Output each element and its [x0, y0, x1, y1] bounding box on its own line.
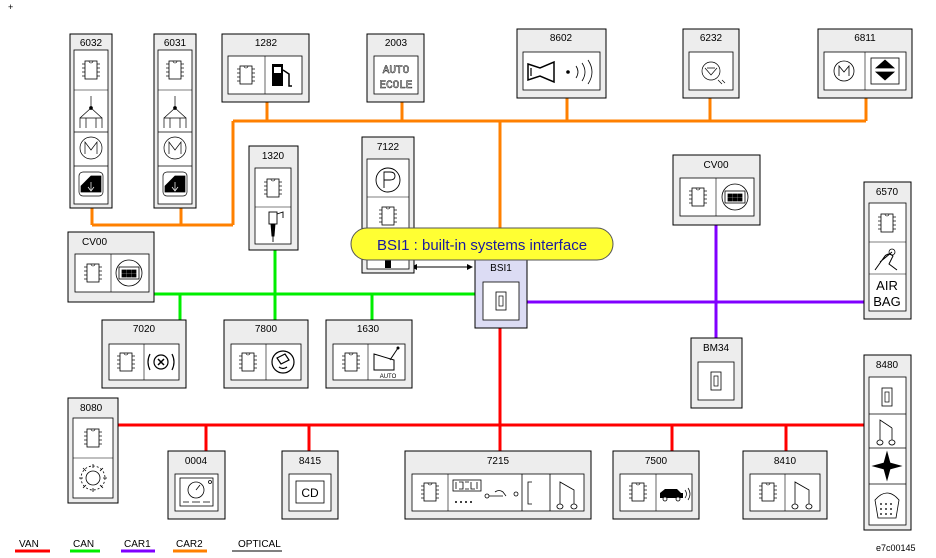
module-label: 7500: [645, 456, 668, 467]
diagram-reference: e7c00145: [876, 543, 916, 553]
module-label: 1320: [262, 151, 285, 162]
module-8602[interactable]: 8602: [516, 28, 607, 99]
module-bsi1[interactable]: BSI1: [474, 257, 528, 329]
switch-icon: [721, 183, 749, 211]
module-label: 8080: [80, 403, 103, 414]
svg-text:AUTO: AUTO: [383, 65, 410, 77]
module-label: 8415: [299, 456, 322, 467]
svg-text:CAN: CAN: [73, 539, 94, 550]
module-label: 1630: [357, 324, 380, 335]
module-label: BSI1: [490, 263, 512, 274]
module-label: 6232: [700, 33, 723, 44]
can-bus: [154, 249, 476, 321]
gearbox-icon: AUTO: [373, 346, 400, 380]
legend-item-van: VAN: [15, 539, 50, 553]
module-2003[interactable]: 2003 AUTO ECOLE: [366, 33, 425, 103]
cd-icon: CD: [295, 480, 325, 504]
module-label: BM34: [703, 343, 730, 354]
module-label: 6032: [80, 38, 103, 49]
module-label: 7122: [377, 142, 400, 153]
module-6031[interactable]: 6031: [153, 33, 197, 209]
svg-text:CAR2: CAR2: [176, 539, 203, 550]
motor-icon: [833, 57, 900, 85]
svg-text:CAR1: CAR1: [124, 539, 151, 550]
module-bm34[interactable]: BM34: [690, 337, 743, 409]
module-1282[interactable]: 1282: [221, 33, 310, 103]
driving-school-icon: AUTO ECOLE: [379, 65, 413, 93]
module-8480[interactable]: 8480: [863, 354, 912, 531]
module-8080[interactable]: 8080: [67, 397, 119, 504]
airbag-icon: AIR BAG: [869, 248, 906, 309]
module-7800[interactable]: 7800: [223, 319, 309, 389]
injector-icon: [268, 211, 284, 242]
window-lift-icon: [158, 96, 192, 197]
module-label: 8410: [774, 456, 797, 467]
module-1630[interactable]: 1630 AUTO: [325, 319, 413, 389]
window-lift-icon: [74, 96, 108, 197]
svg-text:BAG: BAG: [873, 294, 900, 309]
svg-text:CD: CD: [301, 486, 319, 500]
module-label: 6811: [854, 33, 876, 44]
climate-icon: [79, 464, 107, 492]
module-label: 8480: [876, 360, 899, 371]
parking-sensor-icon: [660, 487, 691, 502]
module-7500[interactable]: 7500: [612, 450, 700, 520]
module-label: 2003: [385, 38, 408, 49]
bsi1-callout: BSI1 : built-in systems interface: [350, 227, 614, 261]
module-8415[interactable]: 8415 CD: [281, 450, 339, 520]
module-label: CV00: [82, 237, 107, 248]
module-label: 7800: [255, 324, 278, 335]
lamp-icon: [701, 61, 726, 85]
module-7020[interactable]: 7020: [101, 319, 187, 389]
module-8410[interactable]: 8410: [742, 450, 828, 520]
module-6570[interactable]: 6570 AIR BAG: [863, 181, 912, 320]
svg-text:OPTICAL: OPTICAL: [238, 539, 281, 550]
module-label: CV00: [703, 160, 728, 171]
esp-icon: [271, 350, 295, 374]
module-cv00-right[interactable]: CV00: [672, 154, 761, 226]
van-bus: [118, 327, 864, 451]
legend-item-car1: CAR1: [121, 539, 155, 553]
fuse-icon: [495, 291, 507, 311]
module-6232[interactable]: 6232: [682, 28, 740, 99]
module-0004[interactable]: 0004: [167, 450, 226, 520]
module-cv00-left[interactable]: CV00: [67, 231, 155, 303]
legend: VAN CAN CAR1 CAR2 OPTICAL: [15, 539, 282, 553]
car2-bus: [90, 97, 868, 258]
module-label: 1282: [255, 38, 278, 49]
module-label: 0004: [185, 456, 208, 467]
telematics-icon: [869, 413, 906, 519]
callout-text: BSI1 : built-in systems interface: [377, 237, 587, 254]
fuel-pump-icon: [272, 64, 292, 87]
module-6032[interactable]: 6032: [69, 33, 113, 209]
parking-icon: [375, 167, 401, 193]
module-1320[interactable]: 1320: [248, 145, 299, 251]
horn-icon: [527, 59, 593, 85]
instrument-icon: [179, 477, 214, 507]
legend-item-optical: OPTICAL: [232, 539, 282, 552]
fuse-icon: [710, 371, 722, 391]
svg-text:AIR: AIR: [876, 278, 898, 293]
car1-bus: [526, 224, 864, 339]
legend-item-can: CAN: [70, 539, 100, 553]
module-label: 6570: [876, 187, 899, 198]
audio-icon: [791, 481, 813, 510]
module-label: 7020: [133, 324, 156, 335]
module-label: 7215: [487, 456, 510, 467]
svg-text:VAN: VAN: [19, 539, 39, 550]
legend-item-car2: CAR2: [173, 539, 207, 553]
module-label: 6031: [164, 38, 187, 49]
module-label: 8602: [550, 33, 573, 44]
module-7215[interactable]: 7215: [404, 450, 592, 520]
switch-icon: [115, 259, 143, 287]
svg-text:ECOLE: ECOLE: [379, 80, 412, 92]
abs-icon: [147, 353, 175, 371]
display-icon: [452, 474, 578, 511]
corner-mark: +: [8, 2, 13, 12]
svg-text:AUTO: AUTO: [380, 374, 397, 380]
module-6811[interactable]: 6811: [817, 28, 913, 99]
